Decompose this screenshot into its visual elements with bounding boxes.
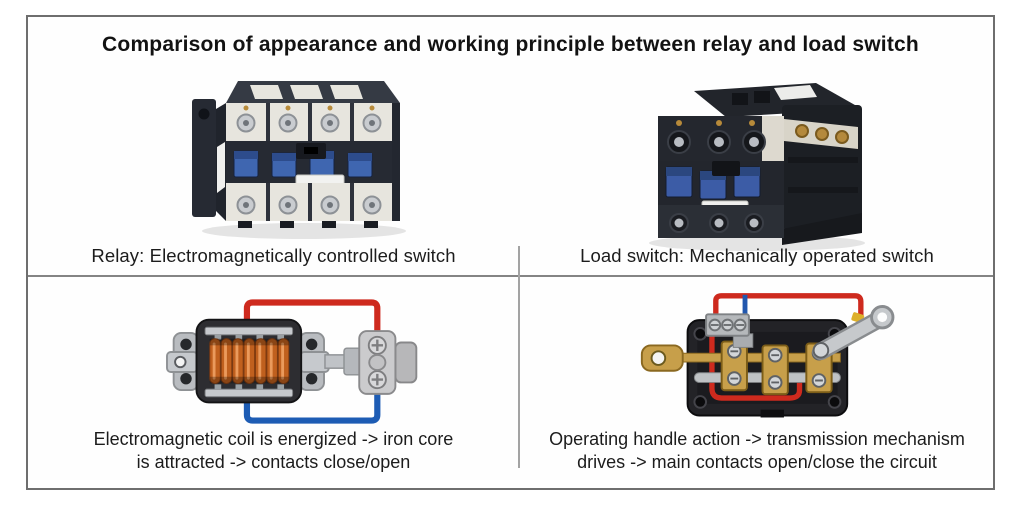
page-title: Comparison of appearance and working pri… bbox=[102, 33, 919, 56]
vertical-divider bbox=[518, 246, 520, 468]
load-switch-caption: Load switch: Mechanically operated switc… bbox=[580, 245, 934, 266]
load-switch-principle-caption: Operating handle action -> transmission … bbox=[519, 428, 995, 474]
relay-principle-line-2: is attracted -> contacts close/open bbox=[136, 452, 411, 472]
relay-principle-line-1: Electromagnetic coil is energized -> iro… bbox=[93, 429, 454, 449]
relay-photo bbox=[178, 59, 430, 245]
load-switch-principle-line-2: drives -> main contacts open/close the c… bbox=[577, 452, 937, 472]
load-switch-illustration bbox=[649, 83, 865, 251]
load-switch-principle-line-1: Operating handle action -> transmission … bbox=[549, 429, 965, 449]
relay-principle-diagram bbox=[140, 293, 430, 431]
operating-handle-illustration bbox=[640, 293, 895, 418]
comparison-card: Comparison of appearance and working pri… bbox=[26, 15, 995, 490]
relay-principle-caption: Electromagnetic coil is energized -> iro… bbox=[28, 428, 519, 474]
relay-caption: Relay: Electromagnetically controlled sw… bbox=[91, 245, 456, 266]
load-switch-photo bbox=[624, 61, 890, 255]
relay-contactor-illustration bbox=[192, 81, 406, 239]
electromagnetic-coil-illustration bbox=[166, 299, 418, 424]
load-switch-principle-diagram bbox=[636, 289, 928, 435]
horizontal-divider bbox=[28, 275, 993, 277]
